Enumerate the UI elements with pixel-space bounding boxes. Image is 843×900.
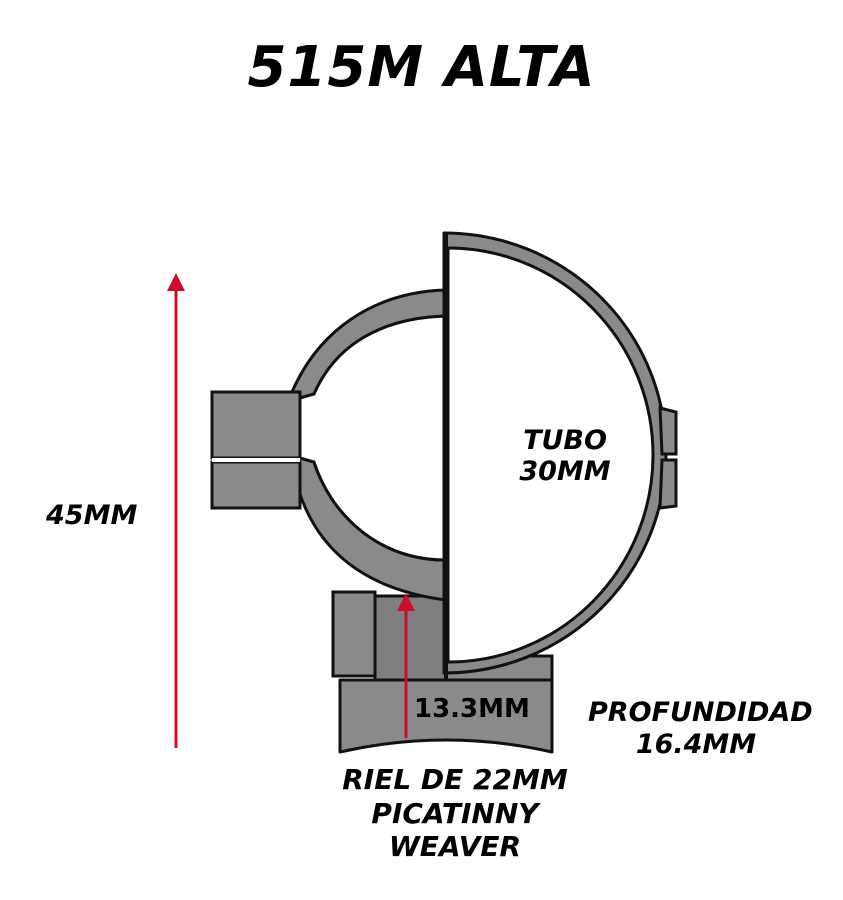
base-left-riser [331, 590, 377, 678]
depth-label-line1: PROFUNDIDAD [588, 697, 813, 728]
base-height-label: 13.3MM [414, 694, 530, 724]
tube-label-line1: TUBO [523, 425, 607, 456]
clamp-screw-top [210, 390, 302, 460]
ring-right-tab-top [658, 406, 678, 456]
height-label: 45MM [46, 500, 138, 531]
ring-right-inner [446, 246, 655, 664]
rail-label: RIEL DE 22MM PICATINNY WEAVER [330, 763, 580, 864]
diagram-title: 515M ALTA [247, 35, 596, 100]
base-lower-block [338, 678, 554, 754]
rail-label-line1: RIEL DE 22MM [342, 763, 568, 796]
ring-left-half [210, 288, 448, 602]
rail-label-line2: PICATINNY [371, 796, 539, 830]
base-center-post [373, 594, 448, 682]
clamp-screw-bottom [210, 460, 302, 510]
ring-right-half [442, 231, 678, 680]
clamp-screw-gap [212, 458, 300, 462]
rail-base [331, 590, 554, 754]
tube-label: TUBO 30MM [500, 425, 630, 487]
ring-right-tab-bottom [658, 458, 678, 510]
depth-label: PROFUNDIDAD 16.4MM [588, 697, 813, 762]
tube-label-line2: 30MM [519, 456, 611, 488]
rail-label-line3: WEAVER [388, 830, 522, 864]
depth-label-line2: 16.4MM [635, 729, 757, 761]
